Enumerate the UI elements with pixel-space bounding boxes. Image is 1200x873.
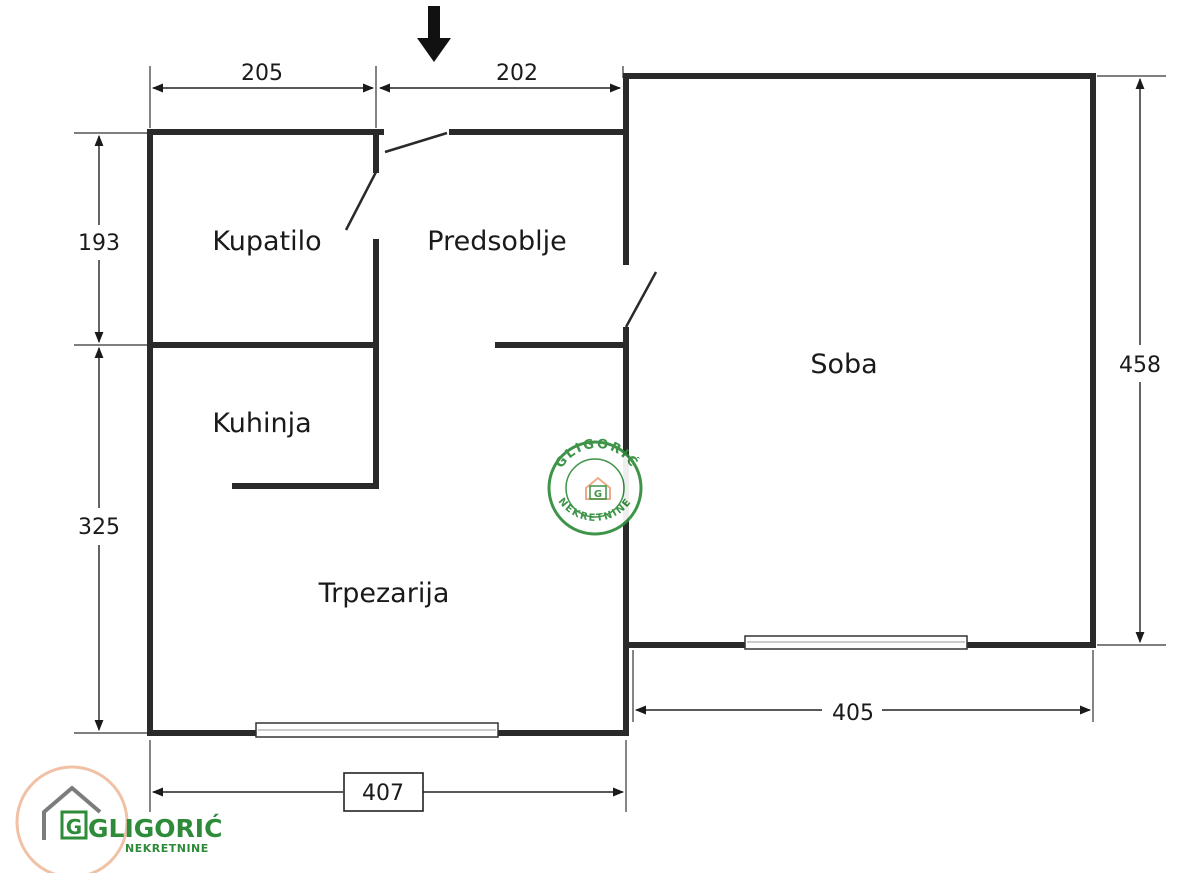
room-label-trpezarija: Trpezarija bbox=[318, 578, 450, 609]
logo-name: GLIGORIĆ bbox=[88, 813, 222, 843]
dimension-bottom-left: 407 bbox=[362, 781, 404, 806]
room-label-kupatilo: Kupatilo bbox=[212, 226, 321, 257]
room-label-kuhinja: Kuhinja bbox=[212, 408, 311, 439]
room-label-predsoblje: Predsoblje bbox=[427, 226, 566, 257]
entrance-door bbox=[384, 131, 448, 154]
dimension-bottom-right: 405 bbox=[832, 701, 874, 726]
dimension-top-right: 202 bbox=[496, 61, 538, 86]
dimension-left-upper: 193 bbox=[78, 231, 120, 256]
windows bbox=[255, 635, 968, 738]
kupatilo-door bbox=[344, 171, 378, 231]
dimension-right: 458 bbox=[1119, 353, 1161, 378]
watermark-seal: GLIGORIĆ GLIGORIĆ NEKRETNINE G bbox=[547, 437, 643, 536]
watermark-letter: G bbox=[594, 489, 602, 500]
dimension-top-left: 205 bbox=[241, 61, 283, 86]
logo-name-text: GLIGORIĆ bbox=[88, 813, 222, 843]
dimension-left-lower: 325 bbox=[78, 515, 120, 540]
soba-door bbox=[624, 271, 658, 328]
walls bbox=[147, 73, 1096, 736]
logo-house-icon bbox=[42, 786, 102, 840]
dimension-box-bottom-left bbox=[343, 772, 424, 812]
entrance-arrow-icon bbox=[417, 6, 451, 62]
doors bbox=[344, 131, 658, 328]
dimension-lines bbox=[94, 77, 1145, 797]
room-label-soba: Soba bbox=[810, 349, 877, 380]
company-logo: G GLIGORIĆ NEKRETNINE bbox=[15, 765, 222, 873]
logo-sub: NEKRETNINE bbox=[125, 842, 209, 855]
logo-letter: G bbox=[66, 815, 82, 839]
watermark-house-icon bbox=[585, 476, 611, 500]
extension-lines bbox=[74, 66, 1166, 812]
